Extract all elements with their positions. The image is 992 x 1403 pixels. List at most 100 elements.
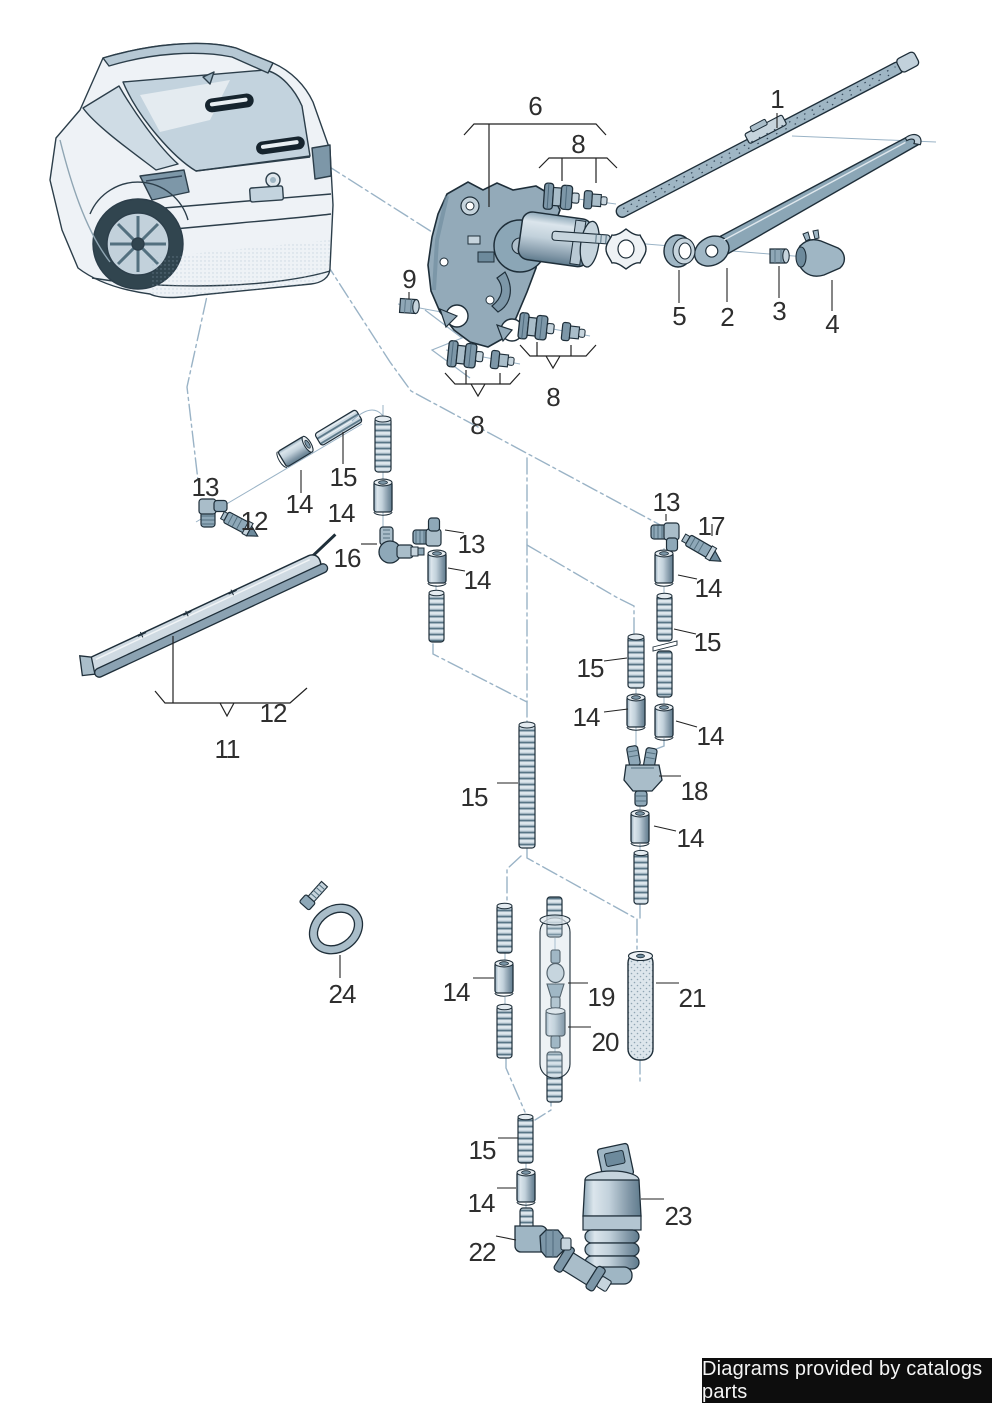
bracket-8-left <box>444 370 521 398</box>
label-ticks <box>300 113 833 1241</box>
elbow-connector-22 <box>514 1207 572 1258</box>
star-washer <box>605 228 647 270</box>
callout-14d: 14 <box>695 573 722 603</box>
hose-sleeve-14-lower <box>494 959 514 997</box>
callout-14g: 14 <box>677 823 704 853</box>
pivot-cap-4 <box>795 229 845 277</box>
corrugated-hose-15-bottom <box>517 1113 534 1164</box>
callout-12b: 12 <box>260 698 287 728</box>
callout-13b: 13 <box>458 529 485 559</box>
hose-sleeve-14-r2-lower <box>654 703 674 741</box>
callout-5: 5 <box>672 301 686 331</box>
bracket-8-top <box>538 157 618 183</box>
pump-inlet-grommet <box>553 1245 612 1292</box>
callout-23: 23 <box>665 1201 692 1231</box>
spindle-nut-3 <box>769 248 790 264</box>
hose-sleeve-14-r2-upper <box>654 549 674 587</box>
callout-15b: 15 <box>694 627 721 657</box>
leader-car-to-right-hose <box>280 192 665 528</box>
valve-sleeve-tube <box>539 917 571 1079</box>
callout-14b: 14 <box>328 498 355 528</box>
callout-8a: 8 <box>571 129 585 159</box>
bracket-11 <box>154 636 308 718</box>
bushing-set-right <box>517 311 587 344</box>
callout-14e: 14 <box>573 702 600 732</box>
callout-2: 2 <box>720 302 734 332</box>
callout-14a: 14 <box>286 489 313 519</box>
hose-sleeve-14-bottom <box>516 1168 536 1206</box>
car-roof-spoiler <box>102 42 274 74</box>
callout-15c: 15 <box>577 653 604 683</box>
callout-20: 20 <box>592 1027 619 1057</box>
hose-sleeve-14-a <box>373 478 393 516</box>
callout-14h: 14 <box>443 977 470 1007</box>
corrugated-hose-lower-b <box>496 1003 513 1059</box>
provider-banner: Diagrams provided by catalogs parts <box>702 1358 992 1403</box>
valve-grommet-20 <box>545 1007 566 1049</box>
elbow-connector-13-right <box>650 522 680 552</box>
spray-nozzle-12 <box>219 510 259 537</box>
corrugated-hose-15-center <box>518 721 536 849</box>
wiper-blade <box>615 51 920 218</box>
callout-15e: 15 <box>469 1135 496 1165</box>
car-taillight-left <box>139 169 190 201</box>
corrugated-hose-15-a <box>374 415 392 473</box>
rear-spoiler <box>78 533 337 678</box>
callout-18: 18 <box>681 776 708 806</box>
callout-24: 24 <box>329 979 356 1009</box>
callout-19: 19 <box>588 982 615 1012</box>
callout-14i: 14 <box>468 1188 495 1218</box>
y-connector-18 <box>623 745 663 807</box>
bracket-8-right <box>519 342 597 370</box>
elbow-connector-13-center <box>412 517 442 547</box>
y-connector-16 <box>378 526 425 564</box>
foam-sleeve-21 <box>627 950 654 1061</box>
corrugated-hose-15-b <box>428 589 445 643</box>
callout-11: 11 <box>215 734 241 764</box>
callout-12a: 12 <box>241 506 268 536</box>
callout-13c: 13 <box>653 487 680 517</box>
hose-sleeve-14-below-18 <box>630 809 650 847</box>
car-brake-light-slot <box>205 93 254 113</box>
callout-15a: 15 <box>330 462 357 492</box>
callout-21: 21 <box>679 983 706 1013</box>
bushing-set-top <box>542 182 609 212</box>
spray-nozzle-17 <box>680 533 722 562</box>
callout-3: 3 <box>772 296 786 326</box>
callout-8c: 8 <box>470 410 484 440</box>
callout-9: 9 <box>402 264 416 294</box>
callout-4: 4 <box>825 309 839 339</box>
wiper-motor-assembly <box>427 181 611 348</box>
bracket-6 <box>463 123 607 207</box>
inline-valve-assembly <box>539 896 571 1103</box>
callout-15d: 15 <box>461 782 488 812</box>
washer-pump-23 <box>553 1142 642 1292</box>
cable-tie-24 <box>299 880 364 955</box>
corrugated-hose-15-r1-low <box>633 849 649 905</box>
car-wheel-arch <box>89 181 189 221</box>
callout-16: 16 <box>334 543 361 573</box>
car-wheel <box>92 198 184 290</box>
car-antenna-fin <box>202 71 215 85</box>
bearing-ring-5 <box>663 234 696 268</box>
axis-lines <box>195 135 937 1263</box>
car-taillight-right <box>311 144 332 180</box>
elbow-connector-13-left <box>198 498 228 528</box>
wiper-arm <box>693 133 922 267</box>
callout-6: 6 <box>528 91 542 121</box>
car-wiper-slot <box>256 136 305 155</box>
provider-banner-text: Diagrams provided by catalogs parts <box>702 1357 983 1403</box>
corrugated-hose-15-r1 <box>627 633 645 689</box>
callout-1: 1 <box>770 84 784 114</box>
callout-13a: 13 <box>192 472 219 502</box>
callout-14f: 14 <box>697 721 724 751</box>
hose-sleeve-14-b <box>427 549 447 587</box>
corrugated-hose-lower-a <box>496 902 513 954</box>
callout-brackets <box>154 123 618 718</box>
callout-8b: 8 <box>546 382 560 412</box>
callout-14c: 14 <box>464 565 491 595</box>
callout-17: 17 <box>698 511 725 541</box>
callout-22: 22 <box>469 1237 496 1267</box>
